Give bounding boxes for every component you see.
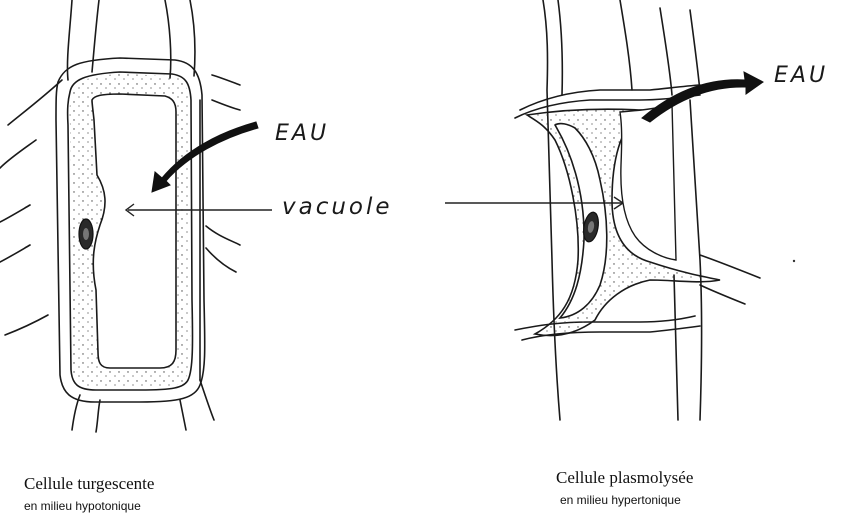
cell-wall: [543, 0, 560, 420]
neighbor-wall: [212, 100, 240, 110]
neighbor-wall: [206, 248, 236, 272]
cell-wall: [674, 275, 678, 420]
water-label-left: EAU: [275, 121, 329, 146]
neighbor-wall: [180, 400, 186, 430]
caption-right-title: Cellule plasmolysée: [556, 468, 693, 488]
vacuole-label: vacuole: [282, 194, 393, 220]
water-label-right: EAU: [774, 63, 828, 88]
neighbor-wall: [165, 0, 171, 78]
side-wall: [700, 255, 760, 278]
cell-wall: [690, 10, 700, 92]
caption-left-title: Cellule turgescente: [24, 474, 154, 494]
cross-wall: [515, 316, 695, 330]
neighbor-wall: [8, 80, 62, 125]
neighbor-wall: [0, 245, 30, 262]
neighbor-wall: [5, 315, 48, 335]
neighbor-wall: [212, 75, 240, 85]
neighbor-wall: [190, 0, 195, 76]
nucleolus: [83, 228, 89, 240]
caption-left-subtitle: en milieu hypotonique: [24, 499, 141, 513]
neighbor-wall: [96, 400, 100, 432]
vacuole-right: [620, 104, 676, 260]
caption-right-subtitle: en milieu hypertonique: [560, 493, 681, 507]
neighbor-wall: [206, 226, 240, 245]
vacuole-left: [92, 94, 176, 368]
stray-mark: [793, 260, 795, 262]
neighbor-wall: [200, 380, 214, 420]
water-arrow-right: [642, 72, 763, 122]
cell-wall: [660, 8, 672, 95]
cell-wall: [690, 100, 702, 420]
cell-wall: [558, 0, 562, 95]
neighbor-wall: [0, 140, 36, 168]
neighbor-wall: [0, 205, 30, 222]
side-wall: [700, 285, 745, 304]
cell-wall: [620, 0, 632, 90]
